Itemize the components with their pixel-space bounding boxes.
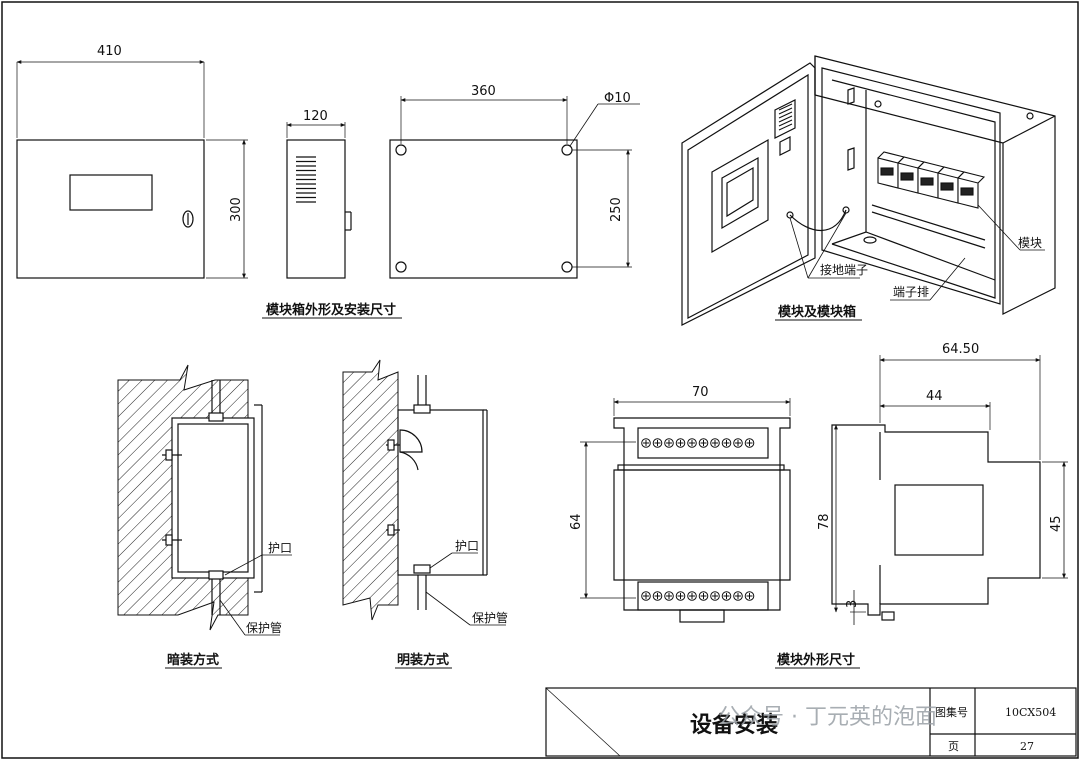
dim-front-height: 300 [229,197,244,222]
module-unit [937,166,966,204]
dim-hole-diameter: Φ10 [604,91,631,106]
terminal-screw [744,438,755,448]
module-unit [957,171,986,209]
terminal-screw [744,591,755,601]
terminal-screw [641,591,651,601]
grille-slot [778,123,793,131]
dim-side-total: 64.50 [942,342,979,357]
terminal-screw [687,591,697,601]
module-row [877,151,986,209]
dim-front-width: 410 [97,44,122,59]
grille-slot [778,115,793,123]
grille-slot [778,103,793,111]
box-side-view [286,122,352,279]
dim-side-right: 45 [1049,515,1064,532]
surface-mount-view [386,375,506,626]
watermark-text: 公众号 · 丁元英的泡面 [718,705,937,730]
title-block [545,687,1077,757]
label-surface-conduit: 保护管 [472,610,508,625]
module-front-view [580,398,791,623]
caption-module-dims: 模块外形尺寸 [777,652,855,668]
terminal-screw [687,438,697,448]
atlas-number: 10CX504 [1005,706,1056,719]
dim-side-height: 78 [817,513,832,530]
terminal-screw [675,438,686,448]
caption-box-views: 模块箱外形及安装尺寸 [266,302,396,318]
wall-surface-hatch [342,359,399,621]
dim-side-depth: 120 [303,109,328,124]
label-flush-conduit: 保护管 [246,620,282,635]
terminal-screw [721,591,732,601]
open-box-leaders [789,204,1045,301]
dim-module-height: 64 [569,513,584,530]
grille-slot [778,111,793,119]
box-front-view [16,60,248,279]
terminal-screw [733,591,743,601]
page-number: 27 [1020,740,1034,753]
box-back-view [389,96,640,279]
module-side-view [831,355,1068,625]
atlas-label: 图集号 [935,705,968,719]
terminal-screw [664,591,674,601]
terminal-screw [733,438,743,448]
terminal-screw [675,591,686,601]
terminal-screw [698,591,709,601]
terminal-screw [721,438,732,448]
terminal-screw [698,438,709,448]
label-terminal-strip: 端子排 [893,285,929,299]
flush-mount-view [162,380,292,636]
terminal-screw [641,438,651,448]
module-terminal-screws [641,438,755,601]
dim-side-upper: 44 [926,389,943,404]
terminal-screw [652,438,663,448]
grille-slot [778,107,793,115]
label-ground-terminal: 接地端子 [820,262,868,277]
page-label: 页 [948,740,959,753]
caption-open-box: 模块及模块箱 [778,304,856,320]
grille-slot [778,119,793,127]
module-unit [877,151,906,189]
dim-hole-spacing-w: 360 [471,84,496,99]
caption-flush-mount: 暗装方式 [167,652,219,668]
label-flush-bushing: 护口 [268,541,292,555]
terminal-screw [710,591,720,601]
dim-side-small: 3 [845,600,860,608]
terminal-screw [710,438,720,448]
terminal-screw [664,438,674,448]
title-block-title: 设备安装 [690,712,778,738]
open-box-view [681,55,1056,326]
terminal-screw [652,591,663,601]
dim-module-width: 70 [692,385,709,400]
lock-icon [182,210,194,228]
dim-hole-spacing-h: 250 [609,197,624,222]
door-speaker-grille [778,103,793,131]
side-vent-slots [296,156,316,203]
label-surface-bushing: 护口 [455,539,479,553]
label-module: 模块 [1018,236,1042,250]
caption-surface-mount: 明装方式 [397,652,449,668]
